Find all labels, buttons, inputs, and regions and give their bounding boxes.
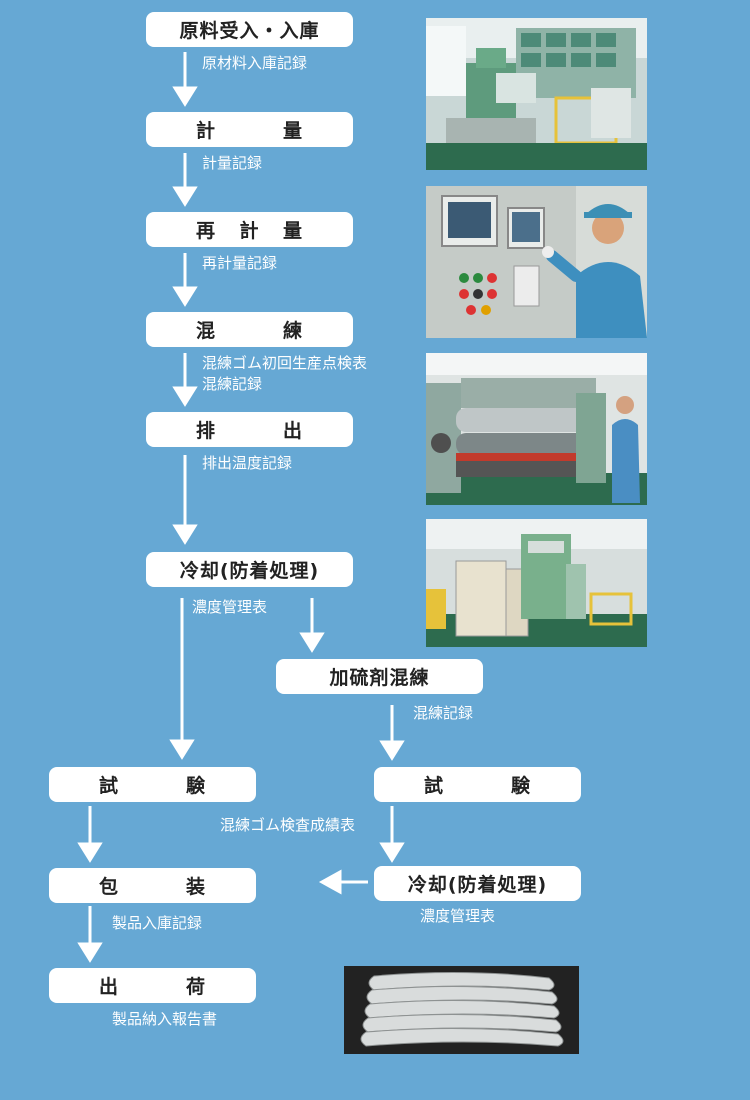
step-test-left-label-1: 試 [99, 771, 119, 798]
step-cooling-2: 冷却(防着処理) [374, 866, 581, 901]
arrow-cooling2-to-packing [322, 872, 368, 892]
arrow-test-right-to-cooling2 [382, 806, 402, 860]
step-vulcanizing-mix: 加硫剤混練 [276, 659, 483, 694]
step-test-left-label-2: 験 [186, 771, 206, 798]
step-test-right-label-2: 験 [511, 771, 531, 798]
note-delivery-report: 製品納入報告書 [112, 1009, 217, 1029]
step-cooling-1-label: 冷却(防着処理) [180, 556, 319, 583]
step-reweighing-label-2: 計 [239, 216, 259, 243]
step-receiving: 原料受入・入庫 [146, 12, 353, 47]
step-test-left: 試 験 [49, 767, 256, 802]
arrow-reweighing-to-mixing [175, 253, 195, 304]
arrow-test-left-to-packing [80, 806, 100, 860]
arrow-cooling-to-test-left [172, 598, 192, 757]
step-discharge-label-1: 排 [196, 416, 216, 443]
note-concentration-sheet-2: 濃度管理表 [420, 906, 495, 926]
arrow-receiving-to-weighing [175, 52, 195, 104]
step-test-right-label-1: 試 [424, 771, 444, 798]
mixing-roll-mill-photo [426, 353, 647, 505]
note-product-storage-record: 製品入庫記録 [112, 913, 202, 933]
step-cooling-2-label: 冷却(防着処理) [408, 870, 547, 897]
step-mixing-label-2: 練 [283, 316, 303, 343]
step-shipping: 出 荷 [49, 968, 256, 1003]
step-cooling-1: 冷却(防着処理) [146, 552, 353, 587]
arrow-discharge-to-cooling [175, 455, 195, 542]
step-weighing: 計 量 [146, 112, 353, 147]
note-mixing-check-sheet: 混練ゴム初回生産点検表 [202, 353, 367, 373]
step-vulcanizing-mix-label: 加硫剤混練 [329, 663, 429, 690]
step-reweighing-label-3: 量 [283, 216, 303, 243]
note-concentration-sheet-1: 濃度管理表 [192, 597, 267, 617]
step-packing-label-2: 装 [186, 872, 206, 899]
rubber-sheets-stack-photo [344, 966, 579, 1054]
step-packing: 包 装 [49, 868, 256, 903]
arrow-packing-to-shipping [80, 906, 100, 960]
arrow-weighing-to-reweighing [175, 153, 195, 204]
factory-press-machine-photo [426, 18, 647, 170]
step-reweighing-label-1: 再 [196, 216, 216, 243]
step-weighing-label-1: 計 [196, 116, 216, 143]
step-discharge: 排 出 [146, 412, 353, 447]
note-discharge-temp-record: 排出温度記録 [202, 453, 292, 473]
step-shipping-label-2: 荷 [186, 972, 206, 999]
cooling-equipment-photo [426, 519, 647, 647]
step-test-right: 試 験 [374, 767, 581, 802]
note-mixing-record-2: 混練記録 [413, 703, 473, 723]
note-weighing-record: 計量記録 [202, 153, 262, 173]
step-reweighing: 再 計 量 [146, 212, 353, 247]
step-mixing: 混 練 [146, 312, 353, 347]
step-weighing-label-2: 量 [283, 116, 303, 143]
note-mixing-record: 混練記録 [202, 374, 262, 394]
arrow-cooling-to-vulcanizing [302, 598, 322, 650]
note-inspection-results: 混練ゴム検査成績表 [220, 815, 355, 835]
note-raw-material-record: 原材料入庫記録 [202, 53, 307, 73]
step-receiving-label: 原料受入・入庫 [179, 16, 319, 43]
note-reweighing-record: 再計量記録 [202, 253, 277, 273]
step-mixing-label-1: 混 [196, 316, 216, 343]
operator-control-panel-photo [426, 186, 647, 338]
arrow-mixing-to-discharge [175, 353, 195, 404]
step-shipping-label-1: 出 [99, 972, 119, 999]
step-discharge-label-2: 出 [283, 416, 303, 443]
arrow-vulcanizing-to-test-right [382, 705, 402, 758]
step-packing-label-1: 包 [99, 872, 119, 899]
